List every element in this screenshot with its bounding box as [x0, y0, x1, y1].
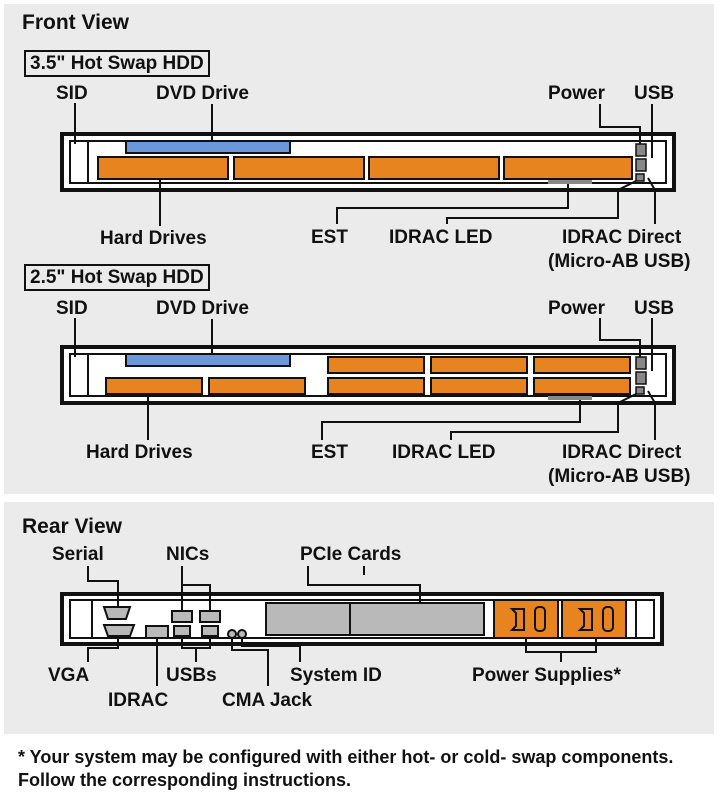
label-idrac-led: IDRAC LED [392, 442, 496, 463]
label-sid: SID [56, 83, 88, 104]
leaders-rear [87, 566, 597, 686]
hdd-bay [430, 377, 528, 395]
power-supply [493, 599, 559, 639]
label-idrac-direct: IDRAC Direct [562, 227, 682, 248]
label-hard-drives: Hard Drives [86, 442, 193, 463]
footnote-panel [4, 738, 714, 806]
label-idrac-led: IDRAC LED [389, 227, 493, 248]
idrac-port [145, 625, 169, 639]
chassis-front-25 [60, 345, 676, 405]
dvd-drive-slot [125, 140, 291, 154]
hdd-bay [533, 377, 631, 395]
label-est: EST [311, 227, 348, 248]
nic-port [171, 610, 193, 623]
label-power: Power [548, 83, 606, 104]
hdd-bay [327, 356, 425, 374]
label-serial: Serial [52, 544, 104, 565]
leaders-front-25 [74, 318, 656, 440]
label-power: Power [548, 298, 606, 319]
leaders-front-35 [74, 103, 656, 226]
usb-port [635, 371, 647, 385]
power-supply [561, 599, 627, 639]
label-system-id: System ID [290, 665, 382, 686]
chassis-rear [60, 592, 664, 646]
hdd-bay [105, 377, 203, 395]
serial-port [102, 606, 132, 620]
label-usb: USB [634, 298, 675, 319]
hdd-bay [233, 156, 365, 180]
rear-view-title: Rear View [22, 515, 123, 538]
label-idrac: IDRAC [108, 690, 169, 711]
hdd-bay [208, 377, 306, 395]
label-sid: SID [56, 298, 88, 319]
est-tag [548, 180, 592, 184]
idrac-direct-port [635, 173, 645, 182]
usb-port [635, 158, 647, 172]
label-idrac-direct: IDRAC Direct [562, 442, 682, 463]
idrac-direct-port [635, 386, 645, 395]
label-idrac-direct-sub: (Micro-AB USB) [548, 466, 691, 487]
front-view-title: Front View [22, 11, 129, 34]
label-vga: VGA [48, 665, 90, 686]
config-35-heading: 3.5" Hot Swap HDD [24, 50, 210, 77]
label-cma-jack: CMA Jack [222, 690, 313, 711]
vga-port [102, 624, 136, 637]
label-power-supplies: Power Supplies* [472, 665, 621, 686]
chassis-front-35 [60, 132, 676, 192]
front-view-panel [4, 4, 714, 494]
footnote-text: * Your system may be configured with eit… [18, 747, 674, 790]
hdd-bay [430, 356, 528, 374]
pcie-card [349, 602, 485, 636]
nic-port [199, 610, 221, 623]
label-pcie-cards: PCIe Cards [300, 544, 402, 565]
label-usb: USB [634, 83, 675, 104]
usb-port [201, 625, 219, 637]
cma-jack [227, 629, 237, 639]
label-hard-drives: Hard Drives [100, 228, 207, 249]
hdd-bay [368, 156, 500, 180]
label-usbs: USBs [166, 665, 217, 686]
hdd-bay [327, 377, 425, 395]
power-button [635, 356, 647, 370]
label-est: EST [311, 442, 348, 463]
dvd-drive-slot [125, 353, 291, 367]
pcie-card [265, 602, 351, 636]
hdd-bay [533, 356, 631, 374]
system-id-button [237, 629, 247, 639]
usb-port [173, 625, 191, 637]
label-idrac-direct-sub: (Micro-AB USB) [548, 251, 691, 272]
label-dvd-drive: DVD Drive [156, 83, 249, 104]
hdd-bay [97, 156, 229, 180]
config-25-heading: 2.5" Hot Swap HDD [24, 264, 210, 291]
label-nics: NICs [166, 544, 210, 565]
hdd-bay [503, 156, 633, 180]
label-dvd-drive: DVD Drive [156, 298, 249, 319]
est-tag [548, 396, 592, 400]
power-button [635, 143, 647, 157]
